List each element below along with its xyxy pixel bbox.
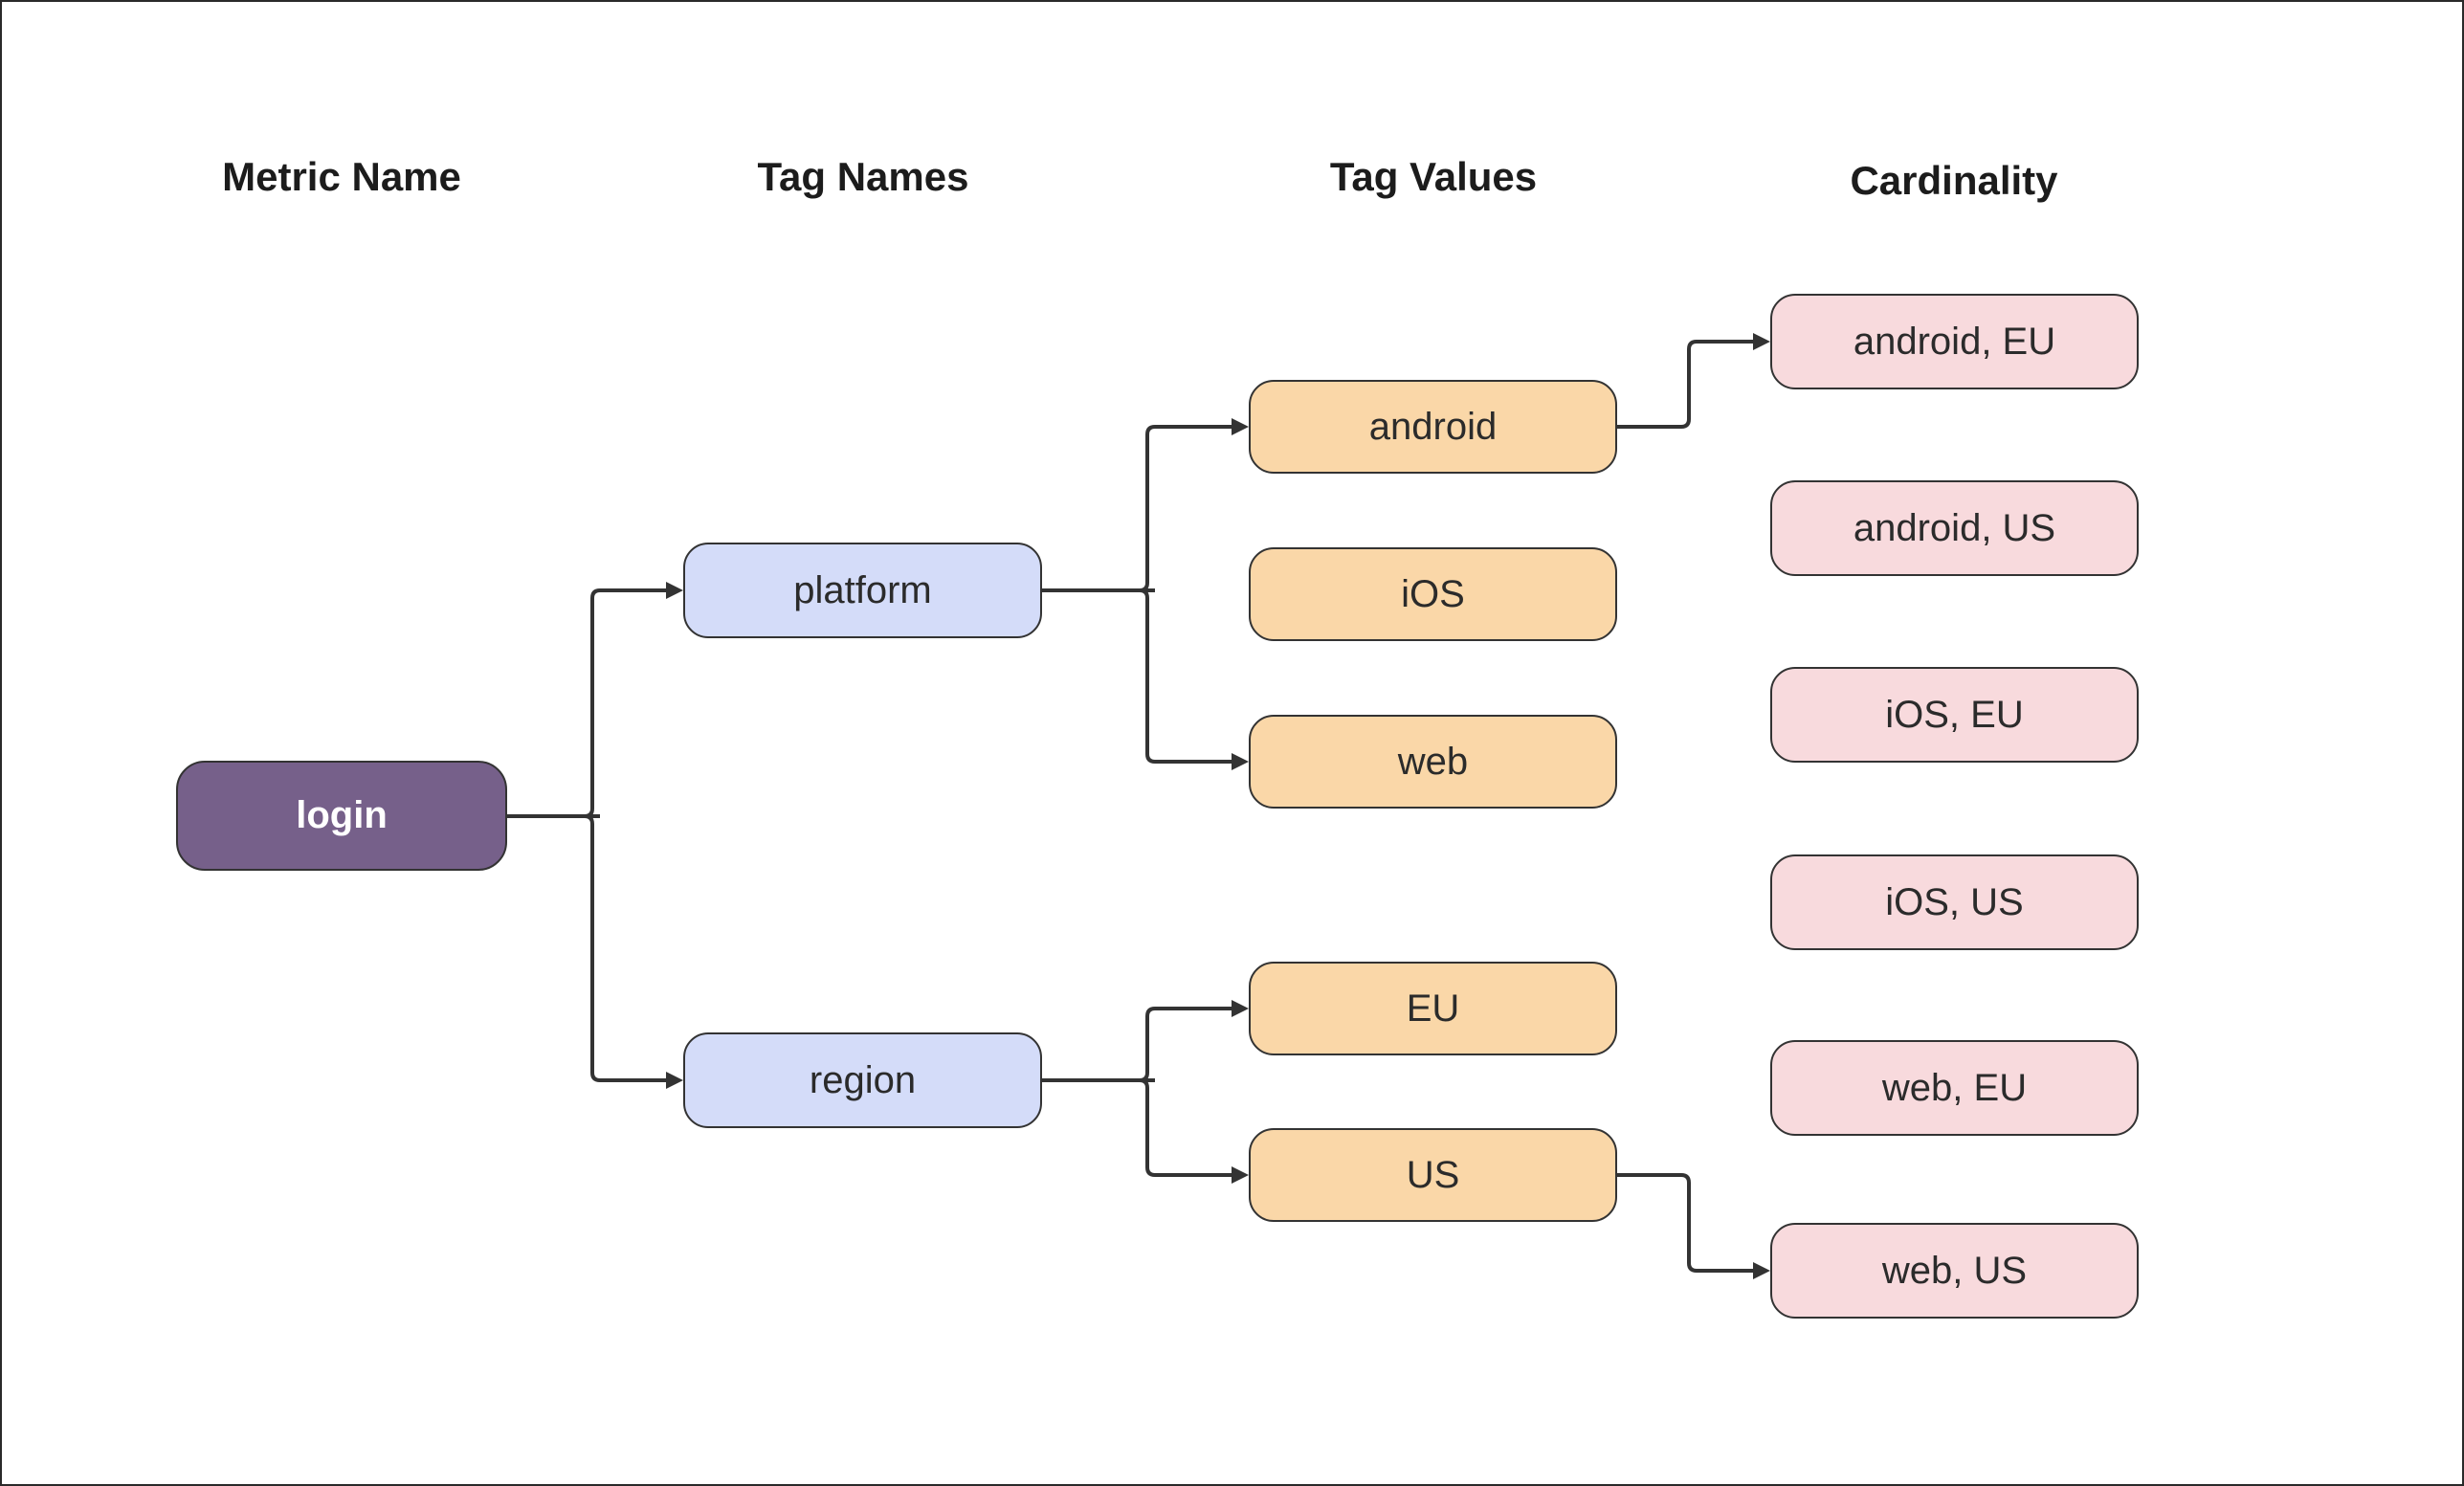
- node-ios-us: iOS, US: [1770, 854, 2139, 950]
- node-us: US: [1249, 1128, 1617, 1222]
- node-android-us: android, US: [1770, 480, 2139, 576]
- node-eu: EU: [1249, 962, 1617, 1055]
- node-android: android: [1249, 380, 1617, 474]
- edge-region-us: [1042, 1078, 1249, 1184]
- column-header-cardinality: Cardinality: [1850, 158, 2058, 203]
- edge-platform-android: [1042, 418, 1249, 592]
- edge-platform-web: [1042, 588, 1249, 770]
- column-header-tag-names: Tag Names: [757, 154, 969, 199]
- node-web: web: [1249, 715, 1617, 809]
- edge-login-region: [507, 814, 683, 1089]
- edge-login-platform: [507, 582, 683, 818]
- node-ios-eu: iOS, EU: [1770, 667, 2139, 763]
- edge-region-eu: [1042, 1000, 1249, 1082]
- column-header-metric-name: Metric Name: [222, 154, 461, 199]
- node-login: login: [176, 761, 507, 871]
- node-platform: platform: [683, 543, 1042, 638]
- node-android-eu: android, EU: [1770, 294, 2139, 389]
- node-ios: iOS: [1249, 547, 1617, 641]
- node-region: region: [683, 1032, 1042, 1128]
- column-header-tag-values: Tag Values: [1329, 154, 1538, 199]
- node-web-eu: web, EU: [1770, 1040, 2139, 1136]
- node-web-us: web, US: [1770, 1223, 2139, 1319]
- edge-android-android-eu: [1617, 333, 1770, 429]
- edge-us-web-us: [1617, 1173, 1770, 1279]
